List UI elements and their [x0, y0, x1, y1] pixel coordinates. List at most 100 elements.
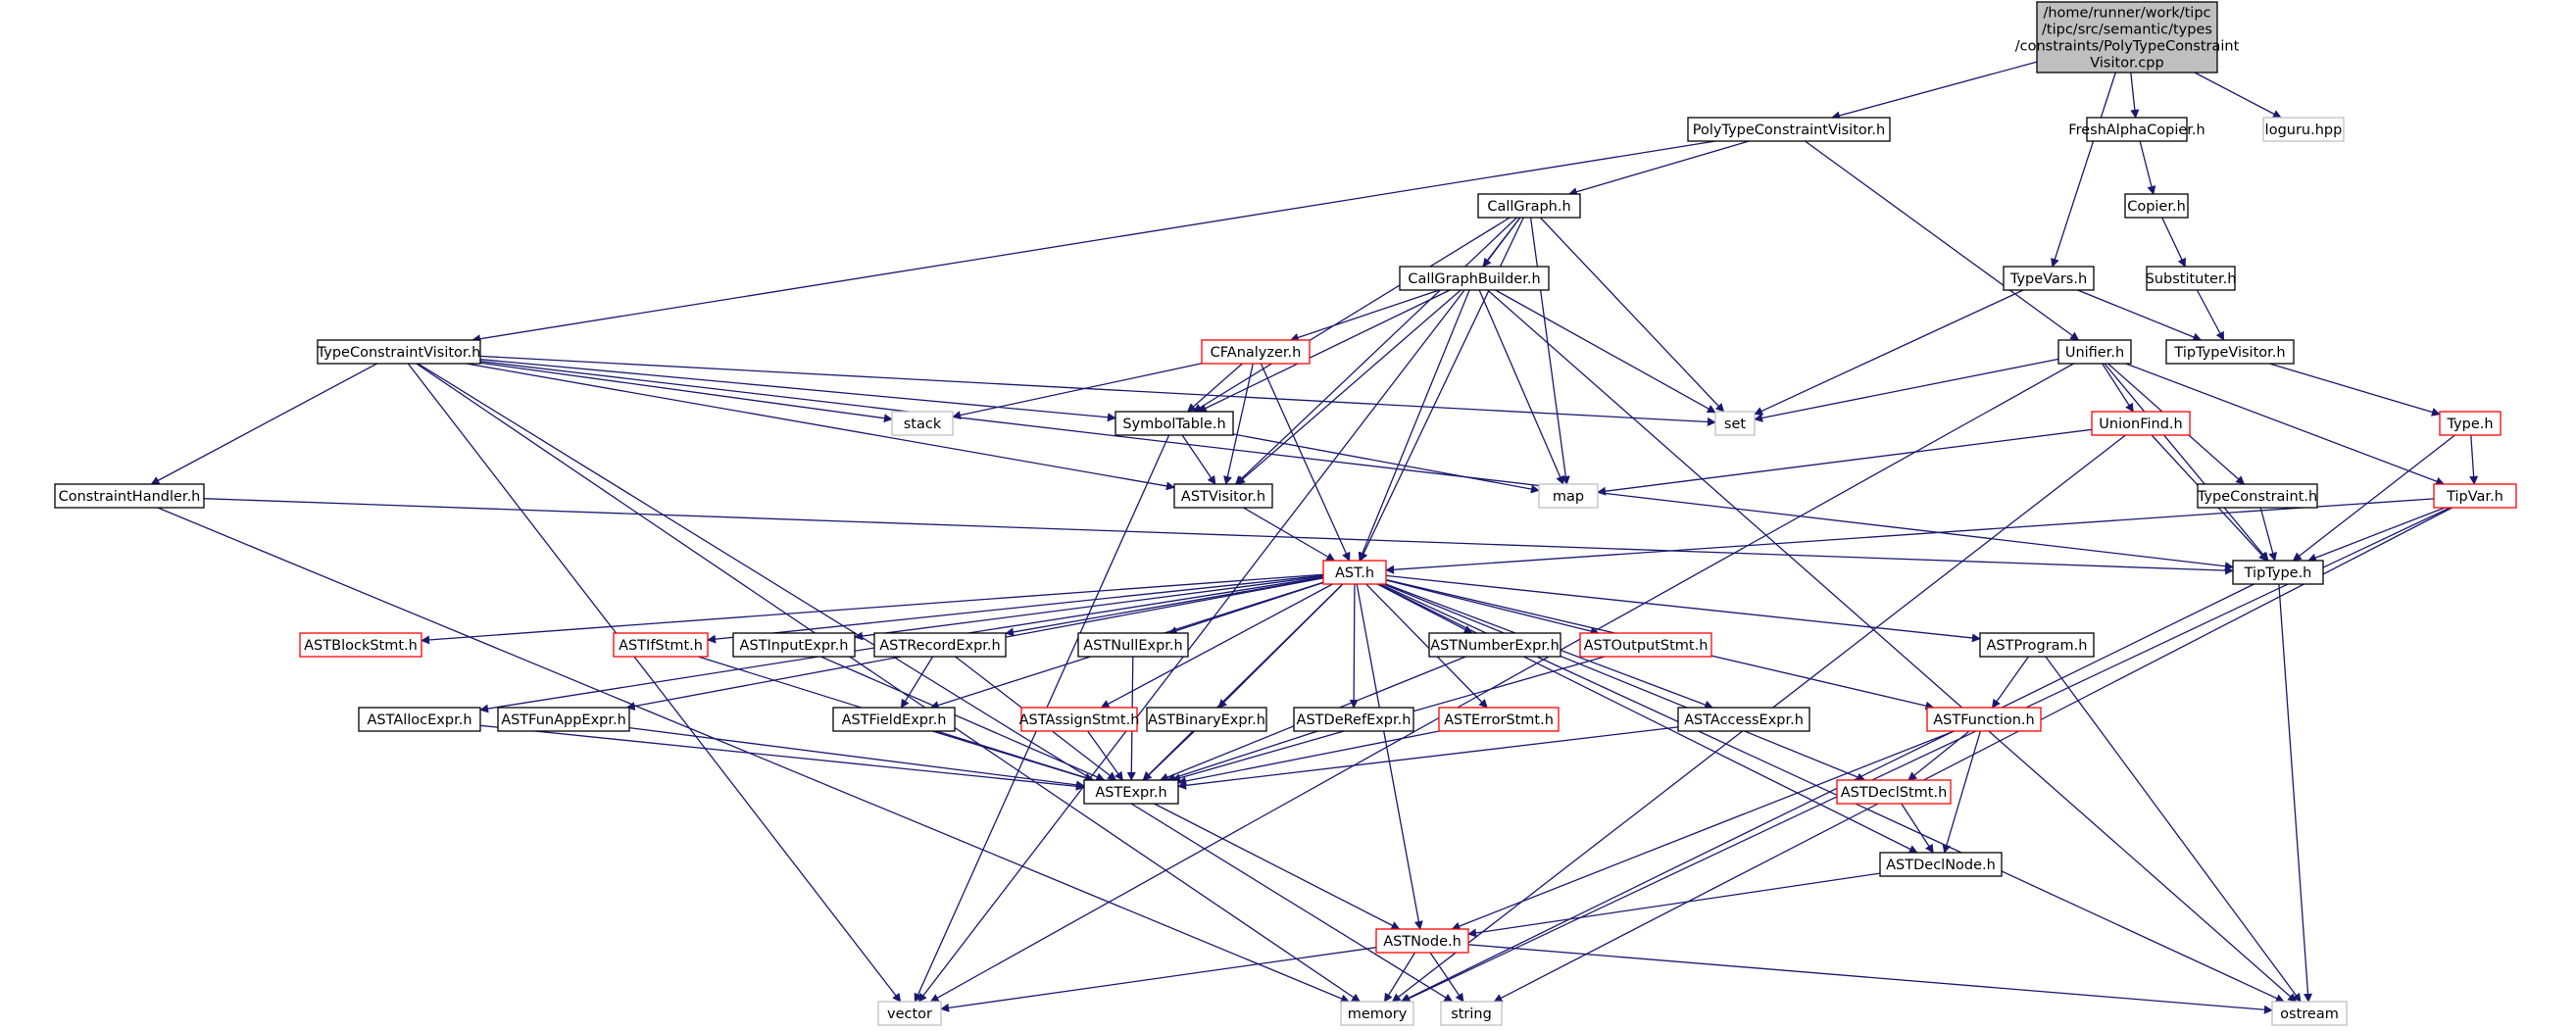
node-label: /constraints/PolyTypeConstraint — [2015, 39, 2240, 55]
edge-root-to-loguru-hpp — [2194, 72, 2282, 119]
node-astdeclnode-h[interactable]: ASTDeclNode.h — [1879, 852, 2003, 877]
node-cfanalyzer-h[interactable]: CFAnalyzer.h — [1201, 339, 1311, 365]
edge-typeconstraintvisitor-h-to-tiptype-h — [479, 361, 2234, 571]
node-astbinaryexpr-h[interactable]: ASTBinaryExpr.h — [1146, 707, 1267, 732]
node-polytypeconstraintvisitor-h[interactable]: PolyTypeConstraintVisitor.h — [1687, 117, 1891, 142]
edge-callgraph-h-to-set — [1539, 217, 1725, 413]
edge-root-to-freshalphacopier-h — [2130, 72, 2140, 119]
node-typeconstraint-h[interactable]: TypeConstraint.h — [2197, 483, 2318, 509]
node-freshalphacopier-h[interactable]: FreshAlphaCopier.h — [2068, 117, 2205, 142]
node-astfieldexpr-h[interactable]: ASTFieldExpr.h — [832, 707, 956, 732]
node-astblockstmt-h[interactable]: ASTBlockStmt.h — [299, 632, 422, 658]
node-copier-h[interactable]: Copier.h — [2124, 193, 2189, 219]
edge-ast-h-to-astprogram-h — [1385, 574, 1981, 643]
node-label: ASTNode.h — [1383, 934, 1461, 950]
edge-astdeclstmt-h-to-astdeclnode-h — [1901, 803, 1934, 854]
node-label: memory — [1348, 1006, 1408, 1022]
edge-constrainthandler-h-to-tiptype-h — [203, 498, 2234, 575]
edge-astnode-h-to-string — [1429, 952, 1464, 1003]
node-label: UnionFind.h — [2099, 417, 2182, 432]
edge-root-to-polytypeconstraintvisitor-h — [1831, 61, 2038, 121]
node-label: TipType.h — [2244, 565, 2312, 581]
edge-callgraph-h-to-astvisitor-h — [1234, 217, 1517, 485]
node-label: ASTInputExpr.h — [740, 638, 849, 654]
node-label: ASTVisitor.h — [1181, 489, 1265, 505]
edge-callgraphbuilder-h-to-ast-h — [1358, 289, 1470, 562]
node-label: ASTErrorStmt.h — [1444, 712, 1554, 728]
edge-astexpr-h-to-astnode-h — [1154, 803, 1401, 930]
node-box — [2036, 1, 2218, 74]
node-tiptypevisitor-h[interactable]: TipTypeVisitor.h — [2165, 339, 2295, 365]
node-box — [1293, 707, 1414, 732]
edge-typeconstraintvisitor-h-to-memory — [416, 363, 1362, 1003]
node-label: ASTFunction.h — [1933, 712, 2034, 728]
node-box — [1375, 928, 1469, 954]
edge-ast-h-to-astdeclnode-h — [1377, 583, 1918, 854]
node-symboltable-h[interactable]: SymbolTable.h — [1115, 411, 1234, 436]
node-astnumberexpr-h[interactable]: ASTNumberExpr.h — [1428, 632, 1561, 658]
edge-typeconstraintvisitor-h-to-string — [418, 363, 1454, 1003]
edge-ast-h-to-astdeclstmt-h — [1383, 583, 1866, 782]
node-astallocexpr-h[interactable]: ASTAllocExpr.h — [358, 707, 481, 732]
node-astprogram-h[interactable]: ASTProgram.h — [1979, 632, 2095, 658]
node-astnullexpr-h[interactable]: ASTNullExpr.h — [1077, 632, 1189, 658]
node-astdeclstmt-h[interactable]: ASTDeclStmt.h — [1836, 779, 1952, 805]
edge-type-h-to-tipvar-h — [2469, 434, 2479, 485]
node-astaccessexpr-h[interactable]: ASTAccessExpr.h — [1677, 707, 1810, 732]
node-label: ASTNullExpr.h — [1083, 638, 1182, 654]
edge-constrainthandler-h-to-memory — [157, 507, 1350, 1004]
node-label: ASTNumberExpr.h — [1430, 638, 1560, 654]
node-tiptype-h[interactable]: TipType.h — [2232, 560, 2324, 585]
edge-tipvar-h-to-tiptype-h — [2307, 507, 2446, 563]
node-label: PolyTypeConstraintVisitor.h — [1693, 123, 1885, 138]
node-astexpr-h[interactable]: ASTExpr.h — [1083, 779, 1179, 805]
node-label: string — [1451, 1006, 1492, 1022]
node-unionfind-h[interactable]: UnionFind.h — [2091, 411, 2191, 436]
node-substituter-h[interactable]: Substituter.h — [2146, 266, 2237, 291]
node-constrainthandler-h[interactable]: ConstraintHandler.h — [54, 483, 205, 509]
node-label: loguru.hpp — [2265, 123, 2343, 138]
edge-ast-h-to-astnumberexpr-h — [1376, 583, 1473, 634]
node-ast-h[interactable]: AST.h — [1322, 560, 1387, 585]
node-callgraphbuilder-h[interactable]: CallGraphBuilder.h — [1399, 266, 1550, 291]
node-box — [54, 483, 205, 509]
node-label: TypeConstraint.h — [2197, 489, 2317, 505]
edge-callgraphbuilder-h-to-map — [1478, 289, 1564, 485]
node-type-h[interactable]: Type.h — [2439, 411, 2502, 436]
edge-ast-h-to-astoutputstmt-h — [1385, 579, 1600, 636]
node-astinputexpr-h[interactable]: ASTInputExpr.h — [732, 632, 856, 658]
node-unifier-h[interactable]: Unifier.h — [2057, 339, 2132, 365]
edge-polytypeconstraintvisitor-h-to-typeconstraintvisitor-h — [471, 140, 1716, 344]
node-box — [1879, 852, 2003, 877]
node-typevars-h[interactable]: TypeVars.h — [2003, 266, 2095, 291]
edge-unifier-h-to-set — [1754, 358, 2059, 422]
node-set: set — [1714, 411, 1756, 436]
edge-astfunction-h-to-astdeclnode-h — [1942, 730, 1982, 854]
node-astvisitor-h[interactable]: ASTVisitor.h — [1173, 483, 1273, 509]
node-root[interactable]: /home/runner/work/tipc/tipc/src/semantic… — [2015, 1, 2240, 74]
edge-ast-h-to-astinputexpr-h — [854, 575, 1324, 641]
edge-typevars-h-to-tiptypevisitor-h — [2077, 289, 2203, 342]
edge-typeconstraintvisitor-h-to-astvisitor-h — [466, 363, 1175, 491]
edge-tiptype-h-to-ostream — [2278, 583, 2313, 1003]
node-astoutputstmt-h[interactable]: ASTOutputStmt.h — [1579, 632, 1712, 658]
edge-typeconstraint-h-to-tiptype-h — [2259, 507, 2278, 562]
node-astrecordexpr-h[interactable]: ASTRecordExpr.h — [873, 632, 1007, 658]
node-astfunappexpr-h[interactable]: ASTFunAppExpr.h — [497, 707, 630, 732]
edge-callgraphbuilder-h-to-ostream — [1487, 289, 2298, 1003]
node-astfunction-h[interactable]: ASTFunction.h — [1926, 707, 2042, 732]
node-tipvar-h[interactable]: TipVar.h — [2433, 483, 2517, 509]
edge-cfanalyzer-h-to-ast-h — [1260, 363, 1351, 562]
node-typeconstraintvisitor-h[interactable]: TypeConstraintVisitor.h — [317, 339, 481, 365]
node-astnode-h[interactable]: ASTNode.h — [1375, 928, 1469, 954]
node-astifstmt-h[interactable]: ASTIfStmt.h — [613, 632, 709, 658]
node-astderefexpr-h[interactable]: ASTDeRefExpr.h — [1293, 707, 1414, 732]
edge-astfunction-h-to-astdeclstmt-h — [1907, 730, 1970, 781]
node-box — [1399, 266, 1550, 291]
node-asterrorstmt-h[interactable]: ASTErrorStmt.h — [1438, 707, 1560, 732]
node-astassignstmt-h[interactable]: ASTAssignStmt.h — [1019, 707, 1140, 732]
edge-tipvar-h-to-ast-h — [1385, 498, 2435, 574]
node-callgraph-h[interactable]: CallGraph.h — [1477, 193, 1581, 219]
node-label: CallGraphBuilder.h — [1408, 271, 1540, 287]
node-label: CallGraph.h — [1487, 199, 1570, 215]
